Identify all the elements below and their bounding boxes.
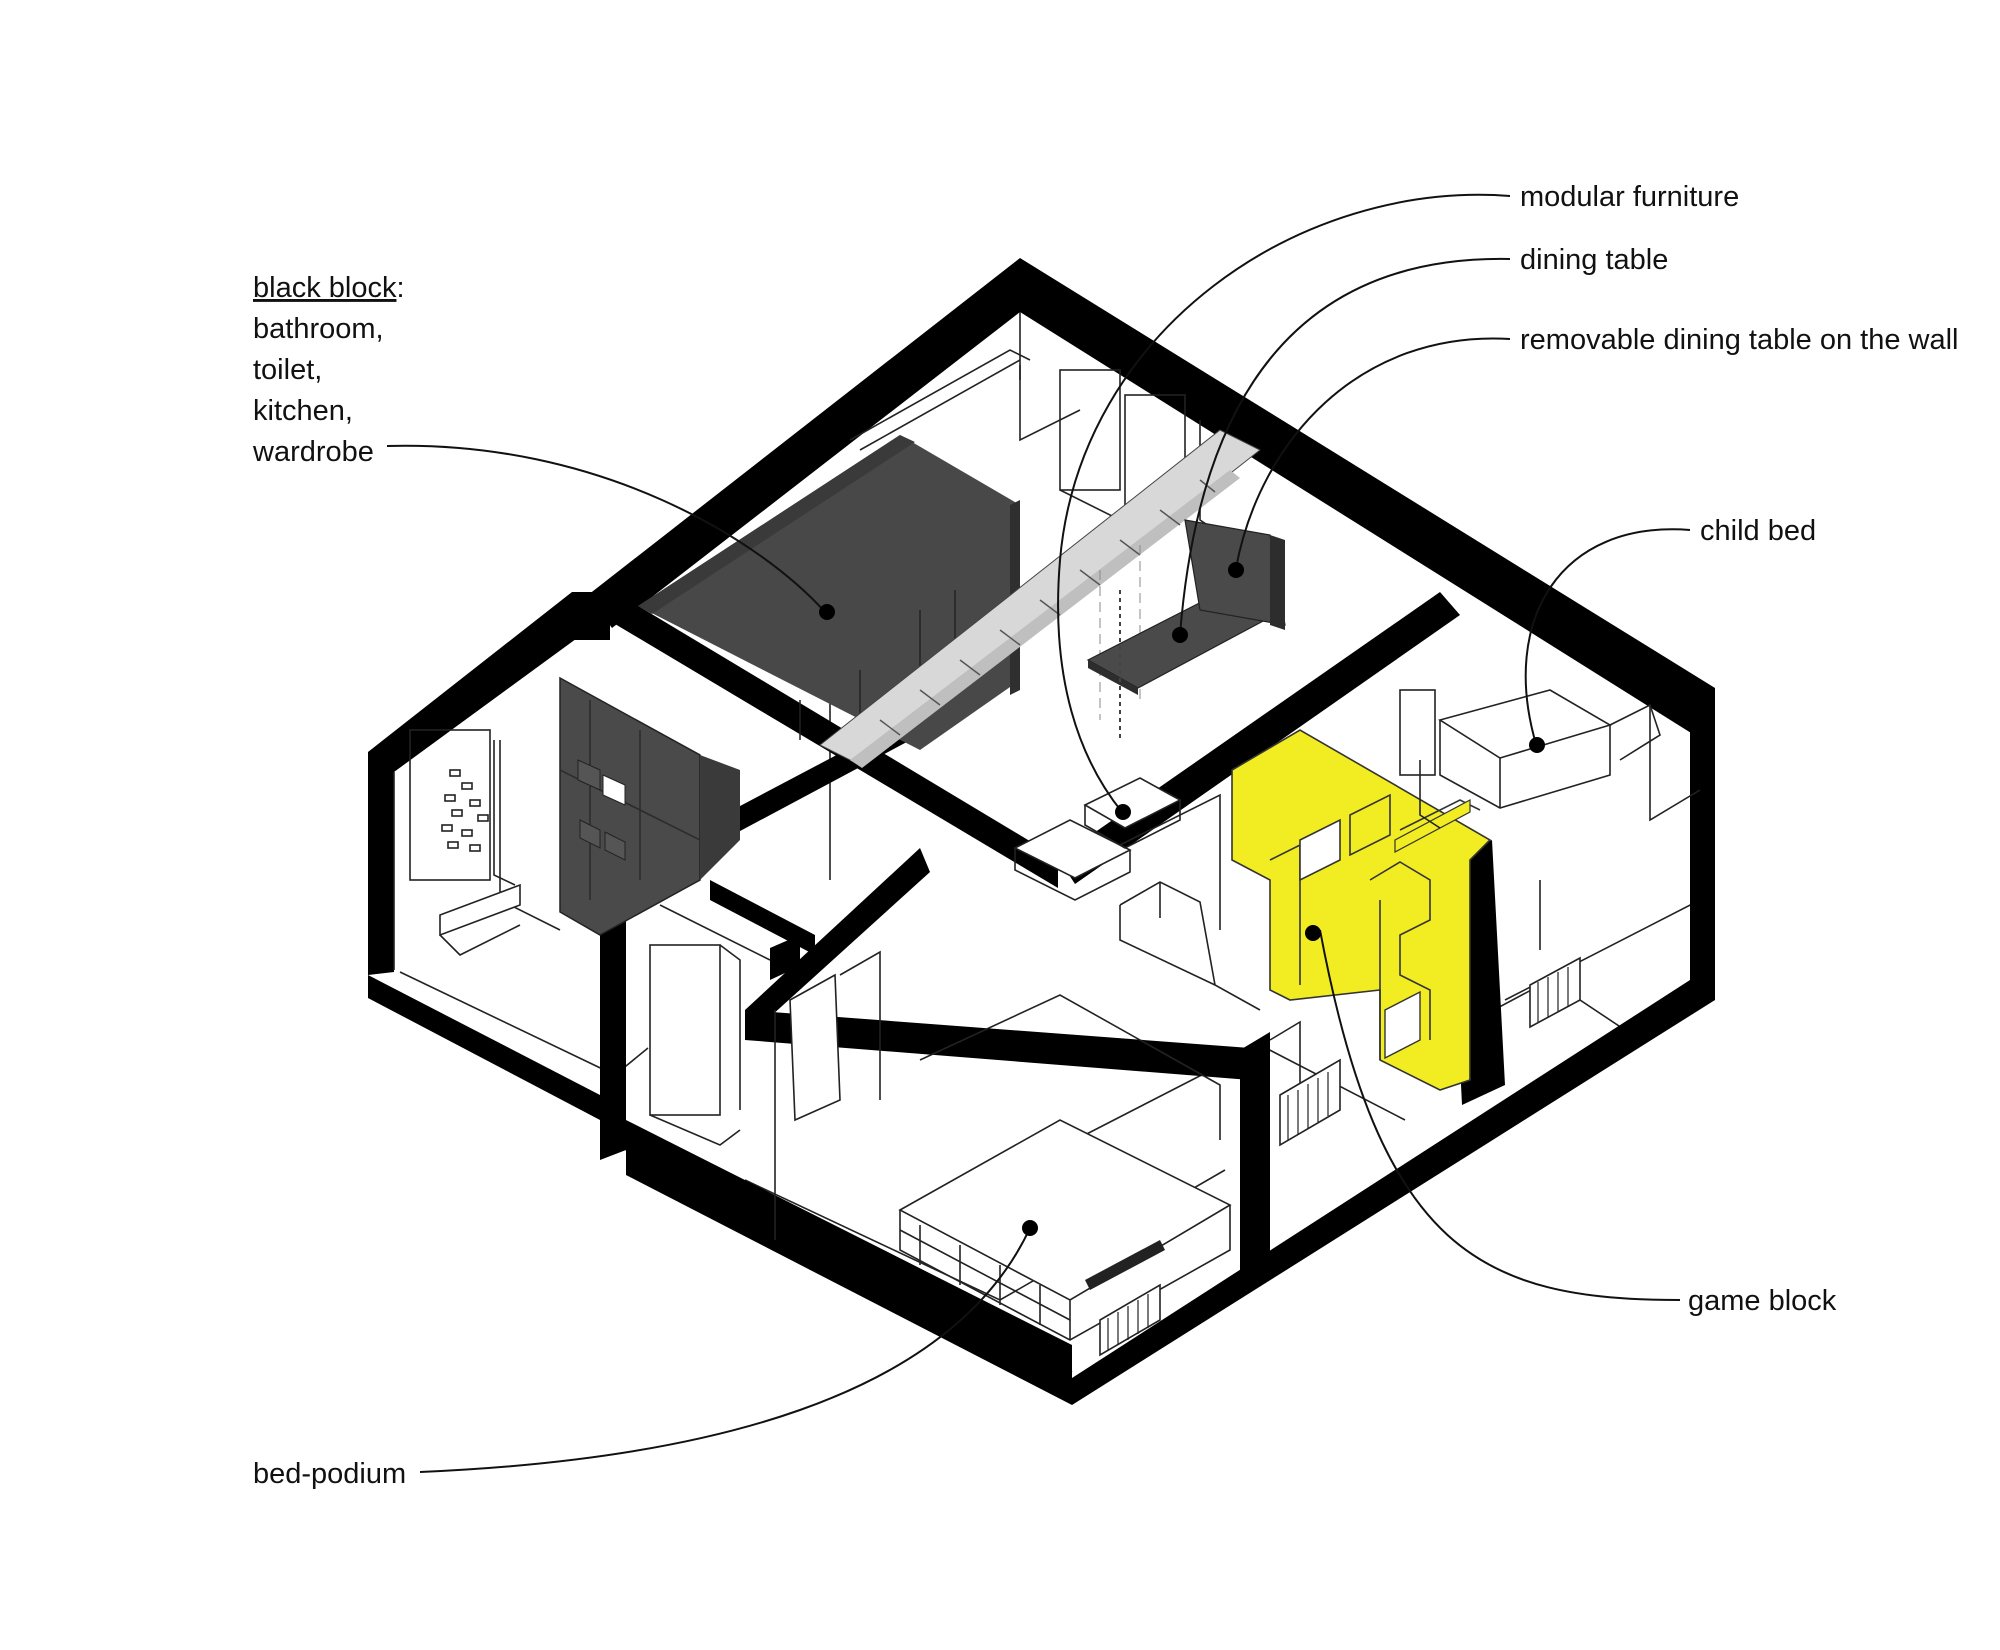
living-sofa xyxy=(1013,777,1221,930)
label-black-block-line-2: toilet, xyxy=(253,354,322,386)
bedroom xyxy=(774,950,1232,1357)
leader-child-bed xyxy=(1524,528,1691,745)
label-dining-table: dining table xyxy=(1520,244,1668,276)
label-black-block-title: black block: xyxy=(253,272,405,304)
game-block xyxy=(1231,729,1492,1091)
leader-bed-podium xyxy=(419,1227,1031,1473)
leader-removable-table xyxy=(1235,337,1511,569)
label-black-block-line-4: wardrobe xyxy=(252,436,374,468)
dot-removable-table xyxy=(1228,562,1244,578)
outer-walls xyxy=(368,258,1715,1405)
leader-dots xyxy=(819,562,1545,1236)
left-wing-furniture xyxy=(393,729,561,970)
dot-bed-podium xyxy=(1022,1220,1038,1236)
leader-black-block xyxy=(386,444,826,613)
label-modular-furniture: modular furniture xyxy=(1520,181,1739,213)
dot-game-block xyxy=(1305,925,1321,941)
label-bed-podium: bed-podium xyxy=(253,1458,406,1490)
wall-marks xyxy=(441,769,489,852)
label-black-block-line-1: bathroom, xyxy=(253,313,384,345)
child-bed xyxy=(1399,689,1701,1029)
game-area-furniture xyxy=(1119,881,1341,1147)
label-removable-table: removable dining table on the wall xyxy=(1520,324,1959,356)
dot-dining-table xyxy=(1172,627,1188,643)
leader-dining-table xyxy=(1179,257,1511,636)
dot-modular-furniture xyxy=(1115,804,1131,820)
left-wing-dark-cabinet xyxy=(559,676,740,936)
label-black-block-line-3: kitchen, xyxy=(253,395,353,427)
leader-game-block xyxy=(1319,929,1681,1301)
leader-modular-furniture xyxy=(1057,193,1511,813)
leader-lines xyxy=(386,193,1691,1473)
label-child-bed: child bed xyxy=(1700,515,1816,547)
dot-black-block xyxy=(819,604,835,620)
labels: black block: bathroom, toilet, kitchen, … xyxy=(252,181,1959,1490)
label-game-block: game block xyxy=(1688,1285,1837,1317)
hallway-room xyxy=(649,904,771,1146)
black-block xyxy=(638,435,1020,750)
dot-child-bed xyxy=(1529,737,1545,753)
